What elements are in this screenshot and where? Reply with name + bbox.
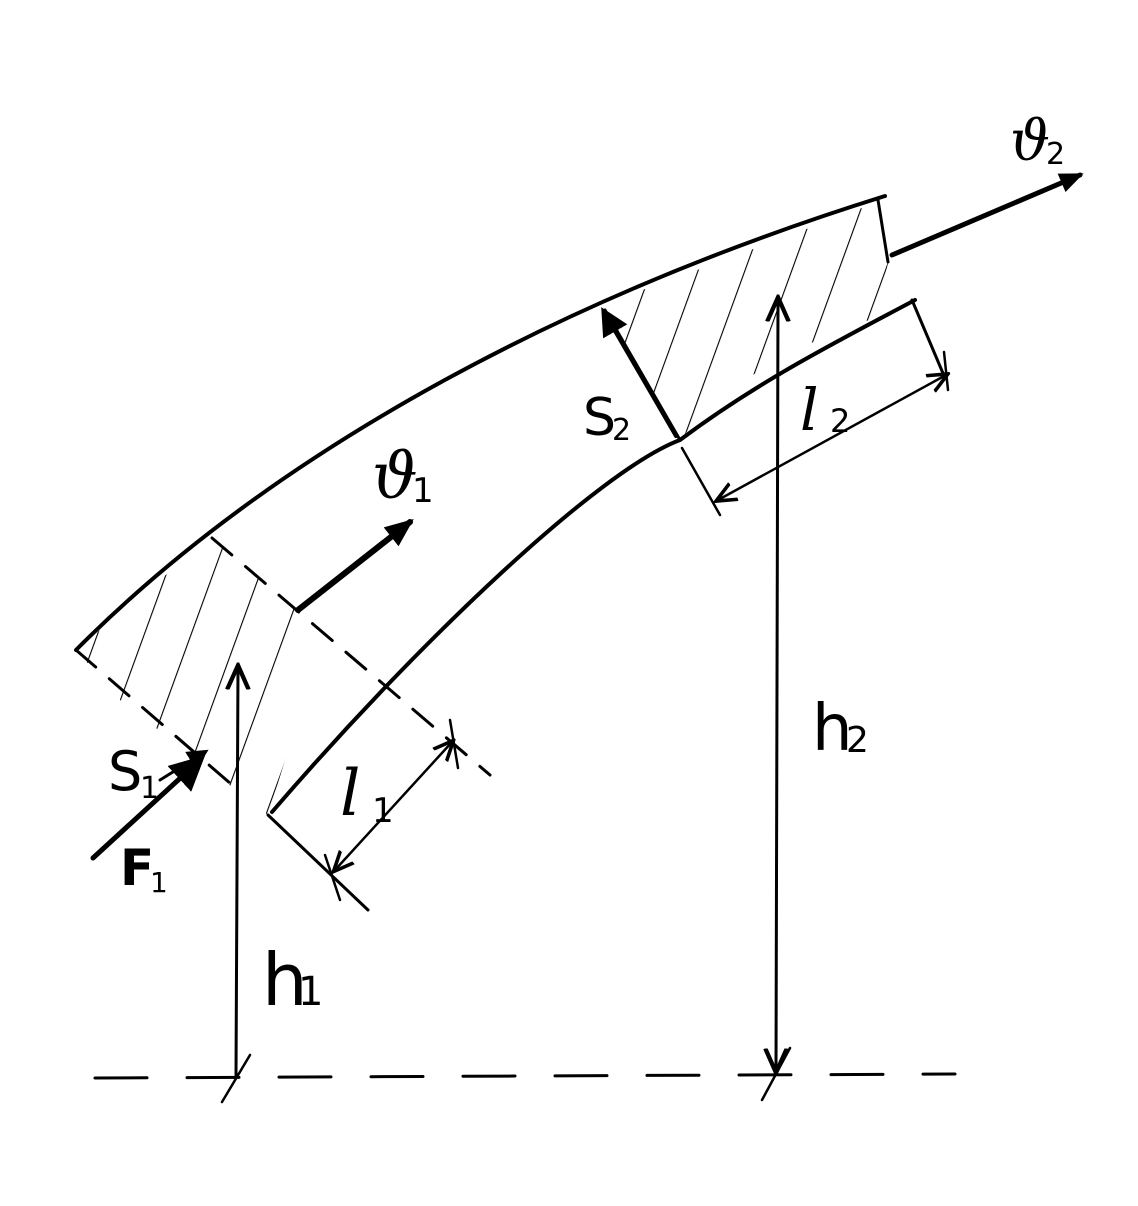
label-l2-sub: 2 <box>830 402 850 440</box>
label-v2: ϑ <box>1010 109 1050 174</box>
length-l1-tick-b <box>448 718 460 770</box>
length-l2-dimension <box>718 375 946 500</box>
datum-line <box>93 1072 957 1080</box>
hatched-section-2 <box>600 202 890 440</box>
section-2-outer-line <box>910 298 947 380</box>
section-1-left-boundary <box>74 648 240 792</box>
section-1-base-line <box>266 813 370 912</box>
length-l1-dimension <box>335 742 452 870</box>
label-h2: h <box>812 692 853 766</box>
label-v1: ϑ <box>372 440 418 514</box>
label-h1-sub: 1 <box>298 969 323 1015</box>
label-l1-sub: 1 <box>372 791 394 831</box>
height-h1-arrow <box>236 668 238 1077</box>
section-2-right-boundary <box>876 198 890 264</box>
length-l1-tick-a <box>323 853 342 902</box>
length-l2-tick <box>942 350 950 392</box>
label-f1-sub: 1 <box>150 866 168 899</box>
label-s1: S <box>108 740 142 803</box>
label-h2-sub: 2 <box>846 720 869 761</box>
label-f1: F <box>120 839 154 897</box>
tube-lower-wall <box>270 298 917 814</box>
force-f1-arrow <box>90 755 206 861</box>
label-s1-sub: 1 <box>140 771 159 806</box>
hatched-section-1 <box>76 538 325 815</box>
label-l1: l <box>340 757 360 831</box>
length-l2-leader <box>680 446 722 517</box>
section-1-right-boundary <box>210 536 492 777</box>
label-v1-sub: 1 <box>412 471 434 511</box>
label-s2: S <box>583 388 616 448</box>
label-s2-sub: 2 <box>612 413 631 448</box>
height-h2-arrow <box>776 300 778 1070</box>
velocity-v1-arrow <box>295 519 414 613</box>
tube-upper-wall <box>74 194 887 652</box>
label-h1: h <box>262 938 308 1022</box>
area-s2-arrow <box>601 307 678 438</box>
label-l2: l <box>800 376 819 444</box>
velocity-v2-arrow <box>889 172 1084 258</box>
label-v2-sub: 2 <box>1046 137 1065 172</box>
